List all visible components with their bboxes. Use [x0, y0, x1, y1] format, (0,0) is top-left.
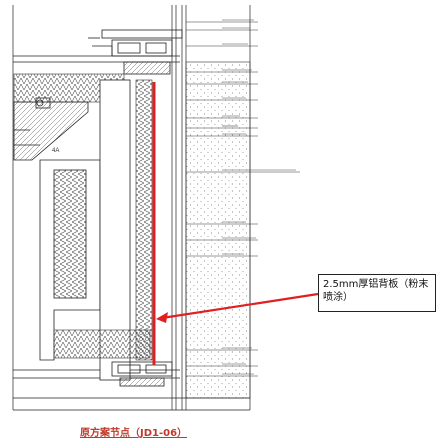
drawing-caption: 原方案节点（JD1-06）: [80, 428, 188, 439]
svg-text:4A: 4A: [52, 148, 59, 154]
column-wrap: [39, 79, 131, 381]
top-profile: [88, 29, 183, 75]
annotation-scribbles: [222, 19, 296, 375]
callout-label: 2.5mm厚铝背板（粉末喷涂）: [318, 274, 436, 312]
backpanel-insulation: [135, 79, 153, 361]
frame-lines: [12, 5, 250, 411]
bottom-profile: [111, 361, 173, 387]
callout-arrow: [156, 292, 319, 323]
slab-block: 4A: [13, 97, 89, 161]
bottom-insulation: [53, 329, 151, 359]
leader-lines: [186, 21, 300, 377]
cladding-panel: [185, 61, 251, 399]
